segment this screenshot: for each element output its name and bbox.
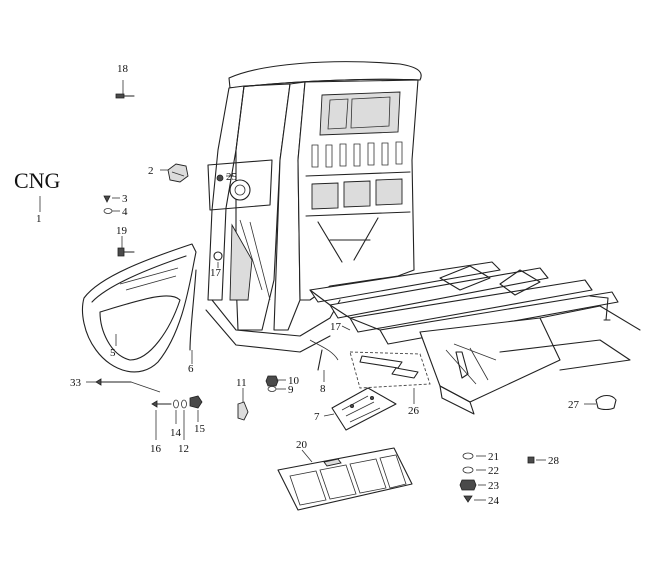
callout-21: 21 <box>488 451 499 463</box>
bracket-plate <box>331 387 397 431</box>
callout-15: 14 <box>170 427 182 439</box>
callout-8: 8 <box>320 383 326 395</box>
callout-4: 4 <box>122 206 128 218</box>
callout-3: 3 <box>122 193 128 205</box>
callout-19: 18 <box>117 63 129 75</box>
variant-label: CNG <box>14 168 61 193</box>
callout-24: 24 <box>488 495 500 507</box>
floor-mat-part <box>277 447 413 511</box>
callout-17-upper: 17 <box>210 267 222 279</box>
leader-lines <box>39 80 596 501</box>
callout-18: 19 <box>116 225 128 237</box>
callout-25: 25 <box>226 171 238 183</box>
callout-17-lower: 16 <box>150 443 162 455</box>
cab-frame <box>205 61 422 353</box>
callout-20: 20 <box>296 439 308 451</box>
callout-33: 33 <box>70 377 82 389</box>
callout-26: 26 <box>408 405 420 417</box>
callout-5: 5 <box>110 347 116 359</box>
side-cover-panel <box>81 243 197 373</box>
cargo-chassis <box>309 261 641 415</box>
callout-14: 12 <box>178 443 189 455</box>
callout-16: 15 <box>194 423 206 435</box>
callout-27: 27 <box>568 399 580 411</box>
callout-2: 2 <box>148 165 154 177</box>
callout-7: 7 <box>314 411 320 423</box>
callout-23: 23 <box>488 480 500 492</box>
callout-6: 6 <box>188 363 194 375</box>
callout-22: 22 <box>488 465 499 477</box>
callout-28: 28 <box>548 455 560 467</box>
pipe-assembly <box>349 351 431 389</box>
callout-10: 10 <box>288 375 300 387</box>
callout-9: 9 <box>288 384 294 396</box>
callout-12: 11 <box>236 377 247 389</box>
callout-1: 1 <box>36 213 42 225</box>
callout-11: 17 <box>330 321 342 333</box>
